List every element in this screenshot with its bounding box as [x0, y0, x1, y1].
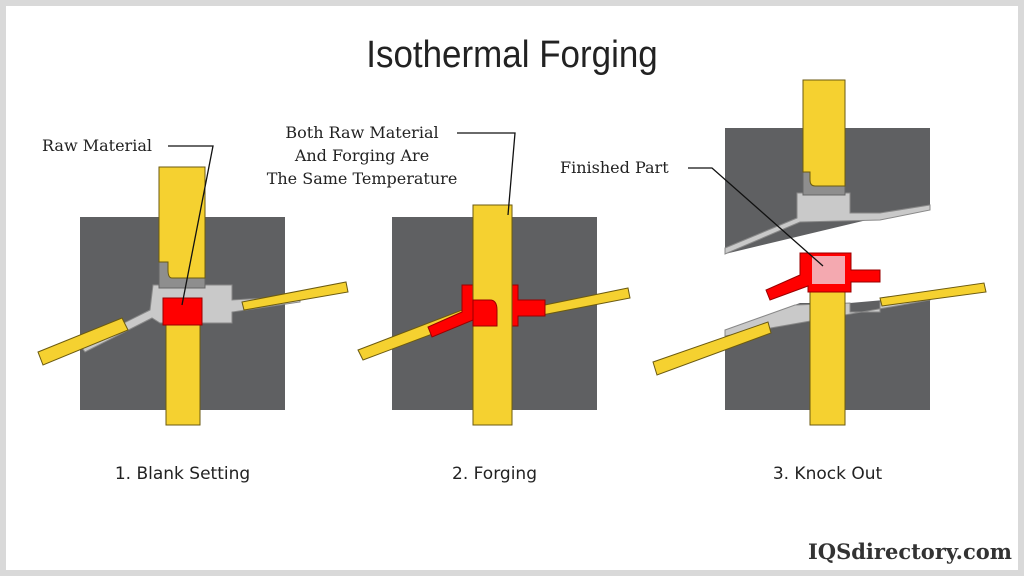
left-rod — [37, 317, 129, 366]
label-finished-part: Finished Part — [560, 158, 669, 177]
label-line: And Forging Are — [294, 146, 430, 165]
upper-punch — [802, 79, 846, 187]
right-rod — [879, 282, 987, 307]
leader-raw-material — [168, 145, 214, 306]
panel-knock-out — [652, 79, 987, 426]
step-caption: 2. Forging — [452, 464, 537, 484]
step-caption: 3. Knock Out — [772, 464, 883, 484]
left-rod — [652, 321, 772, 376]
upper-cavity — [724, 192, 931, 255]
panel-forging — [357, 204, 631, 426]
page-title: Isothermal Forging — [366, 34, 658, 76]
label-raw-material: Raw Material — [42, 136, 152, 155]
label-line: Both Raw Material — [285, 123, 439, 142]
punch-notch — [472, 299, 498, 327]
leader-finished-part — [688, 167, 824, 267]
label-same-temperature: Both Raw Material And Forging Are The Sa… — [262, 121, 462, 190]
watermark: IQSdirectory.com — [807, 539, 1012, 564]
leader-same-temp — [457, 132, 516, 216]
step-caption: 1. Blank Setting — [114, 464, 251, 484]
right-rod — [241, 281, 349, 311]
lower-punch — [165, 324, 201, 426]
lower-punch — [809, 289, 846, 426]
label-line: The Same Temperature — [266, 169, 458, 188]
upper-punch — [158, 166, 206, 279]
panel-blank-setting — [37, 166, 349, 426]
